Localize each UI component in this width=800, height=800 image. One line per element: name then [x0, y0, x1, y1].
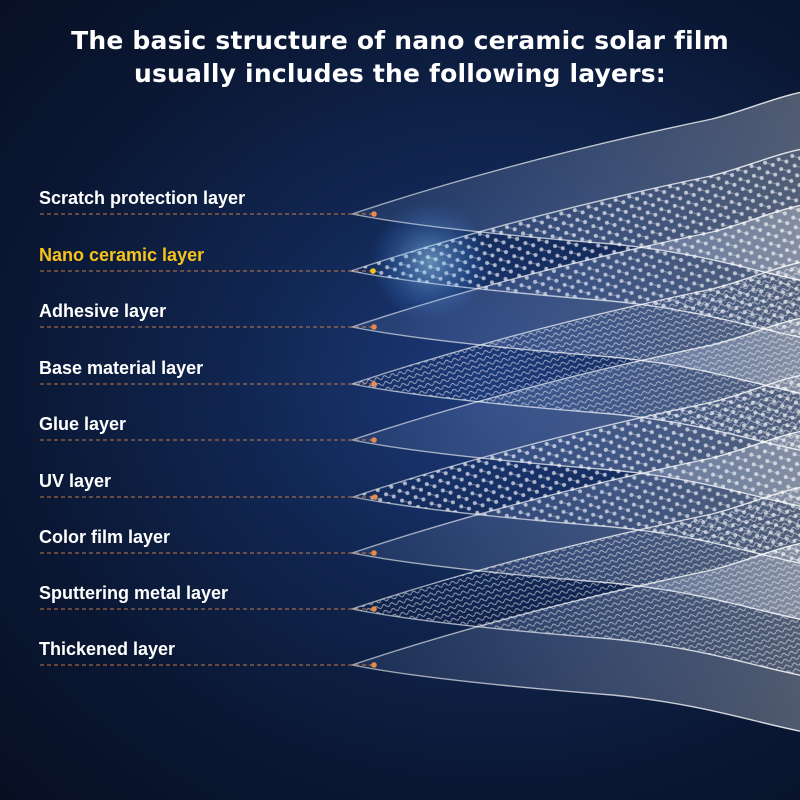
- label-adhesive-layer: Adhesive layer: [39, 301, 167, 321]
- label-nano-ceramic-layer: Nano ceramic layer: [39, 245, 205, 265]
- label-base-material-layer: Base material layer: [39, 358, 204, 378]
- label-uv-layer: UV layer: [39, 471, 112, 491]
- title-line-2: usually includes the following layers:: [133, 59, 667, 88]
- label-color-film-layer: Color film layer: [39, 527, 171, 547]
- label-thickened-layer: Thickened layer: [39, 639, 176, 659]
- leader-dot-thickened: [371, 662, 377, 668]
- leader-dot-nano-ceramic: [370, 268, 376, 274]
- film-sheet-thickened: [349, 542, 800, 732]
- nano-ceramic-glow: [370, 202, 490, 322]
- page-title: The basic structure of nano ceramic sola…: [0, 24, 800, 90]
- label-sputtering-metal-layer: Sputtering metal layer: [39, 583, 229, 603]
- label-glue-layer: Glue layer: [39, 414, 127, 434]
- leader-dot-uv: [372, 494, 378, 500]
- label-scratch-protection-layer: Scratch protection layer: [39, 188, 246, 208]
- leader-dot-adhesive: [371, 324, 377, 330]
- leader-dot-glue: [371, 437, 377, 443]
- leader-dot-color-film: [371, 550, 377, 556]
- title-line-1: The basic structure of nano ceramic sola…: [71, 26, 729, 55]
- leader-dot-scratch-protection: [371, 211, 377, 217]
- leader-dot-base-material: [371, 381, 377, 387]
- leader-dot-sputtering-metal: [371, 606, 377, 612]
